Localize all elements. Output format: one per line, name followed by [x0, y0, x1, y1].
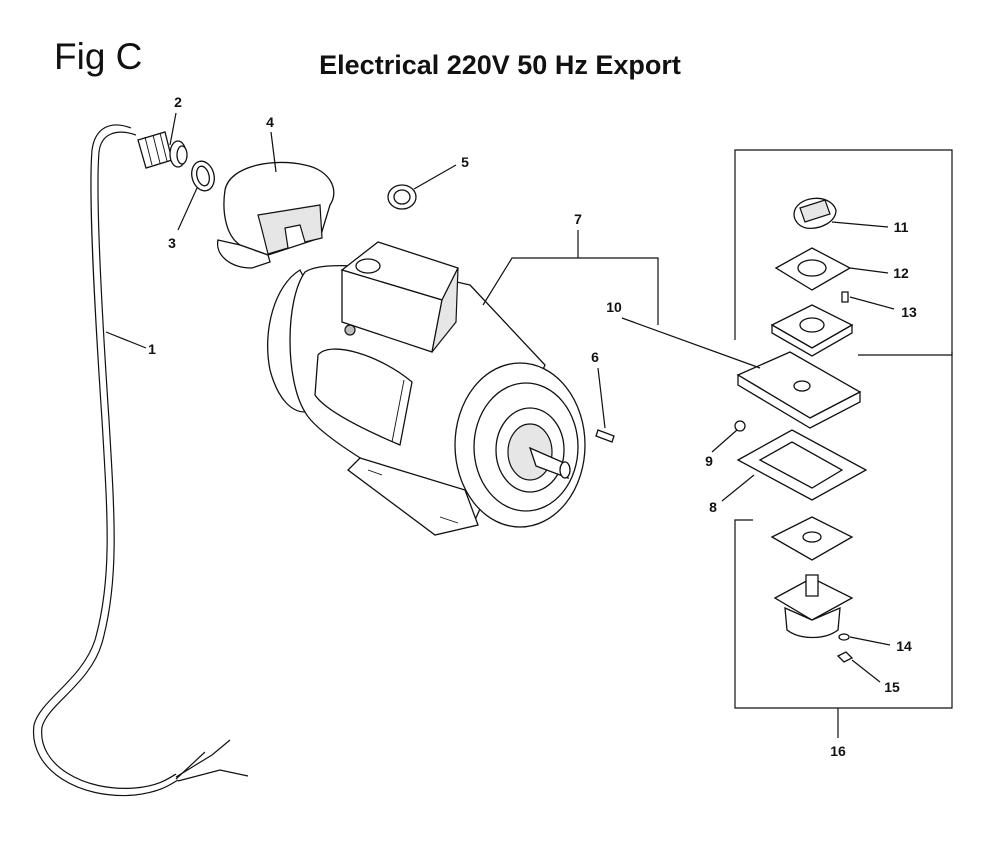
callout-14: 14 — [896, 638, 912, 654]
leader-lines — [105, 112, 895, 683]
callout-5: 5 — [461, 154, 469, 170]
screw — [734, 420, 746, 432]
callout-7: 7 — [574, 211, 582, 227]
callout-8: 8 — [709, 499, 717, 515]
callout-12: 12 — [893, 265, 909, 281]
callout-13: 13 — [901, 304, 917, 320]
lock-nut — [387, 184, 417, 210]
callout-2: 2 — [174, 94, 182, 110]
callout-15: 15 — [884, 679, 900, 695]
callout-16: 16 — [830, 743, 846, 759]
gasket — [736, 429, 868, 501]
figure-label: Fig C — [54, 36, 143, 77]
callout-3: 3 — [168, 235, 176, 251]
callout-9: 9 — [705, 453, 713, 469]
cord-guard — [217, 161, 335, 269]
switch-lower-group — [734, 352, 953, 738]
switch-plate — [736, 351, 862, 429]
power-cord — [33, 124, 249, 797]
o-ring — [191, 160, 215, 192]
switch-upper-group — [734, 149, 953, 357]
callout-6: 6 — [591, 349, 599, 365]
shaft-key — [595, 429, 615, 443]
cable-connector — [137, 131, 188, 169]
callout-numbers: 1 2 3 4 5 6 7 8 9 10 11 12 13 14 15 16 — [148, 94, 917, 759]
callout-11: 11 — [894, 219, 909, 235]
callout-1: 1 — [148, 341, 156, 357]
diagram-title: Electrical 220V 50 Hz Export — [319, 50, 681, 80]
callout-10: 10 — [606, 299, 622, 315]
motor — [267, 230, 659, 536]
callout-4: 4 — [266, 114, 274, 130]
